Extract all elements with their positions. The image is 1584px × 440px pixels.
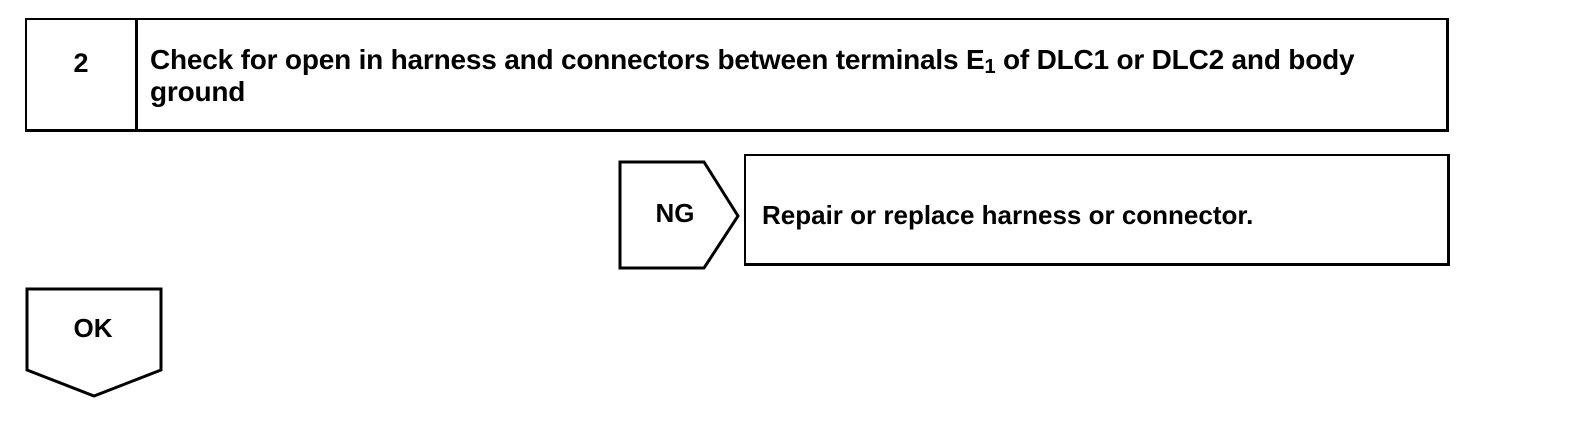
step-title-subscript: 1 (984, 56, 996, 78)
step-number: 2 (27, 20, 138, 129)
step-title-text-end: of DLC1 or DLC2 and body ground (150, 44, 1355, 107)
step-title: Check for open in harness and connectors… (150, 44, 1420, 108)
step-title-text: Check for open in harness and connectors… (150, 44, 985, 75)
step-box: 2 Check for open in harness and connecto… (25, 18, 1449, 132)
ng-action-text: Repair or replace harness or connector. (762, 200, 1254, 230)
ng-action-box: Repair or replace harness or connector. (744, 154, 1450, 266)
ng-arrow-shape (618, 160, 740, 270)
ng-label: NG (655, 198, 695, 228)
ok-label: OK (73, 313, 113, 343)
ok-arrow-shape (25, 287, 163, 398)
